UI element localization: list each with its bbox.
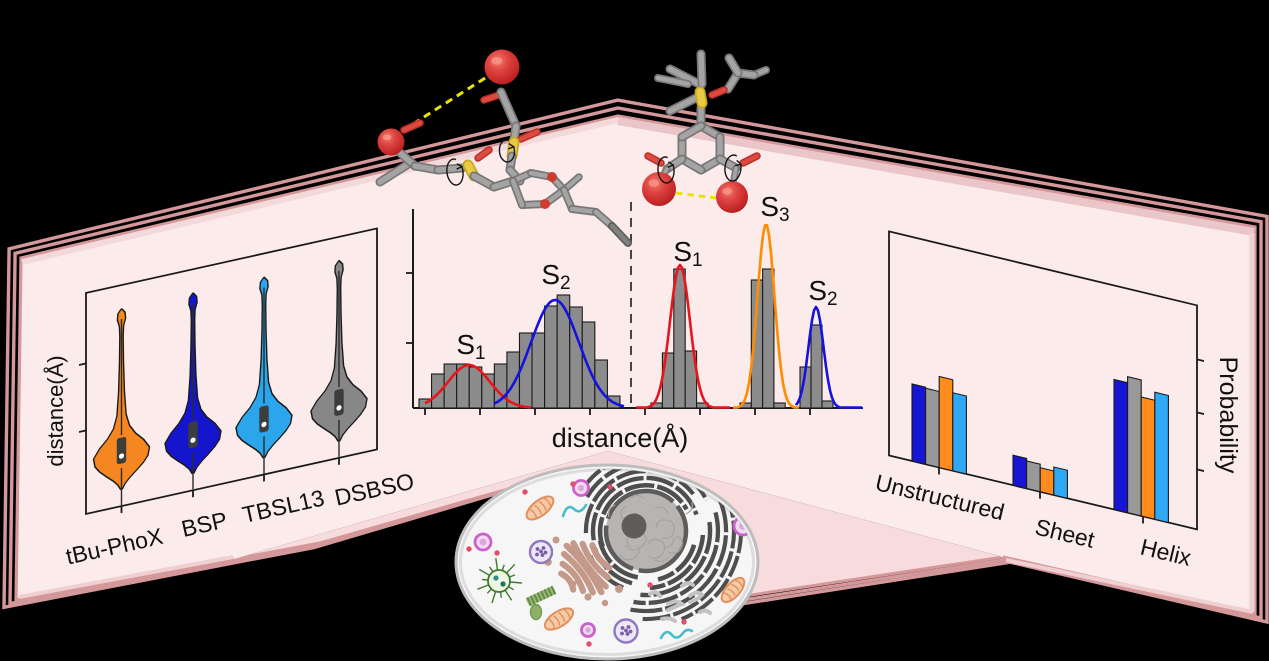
svg-text:S1: S1 [456,329,485,364]
svg-text:Probability: Probability [1214,357,1242,474]
svg-text:distance(Å): distance(Å) [43,355,68,466]
svg-text:S1: S1 [673,236,702,271]
svg-text:distance(Å): distance(Å) [552,422,689,453]
